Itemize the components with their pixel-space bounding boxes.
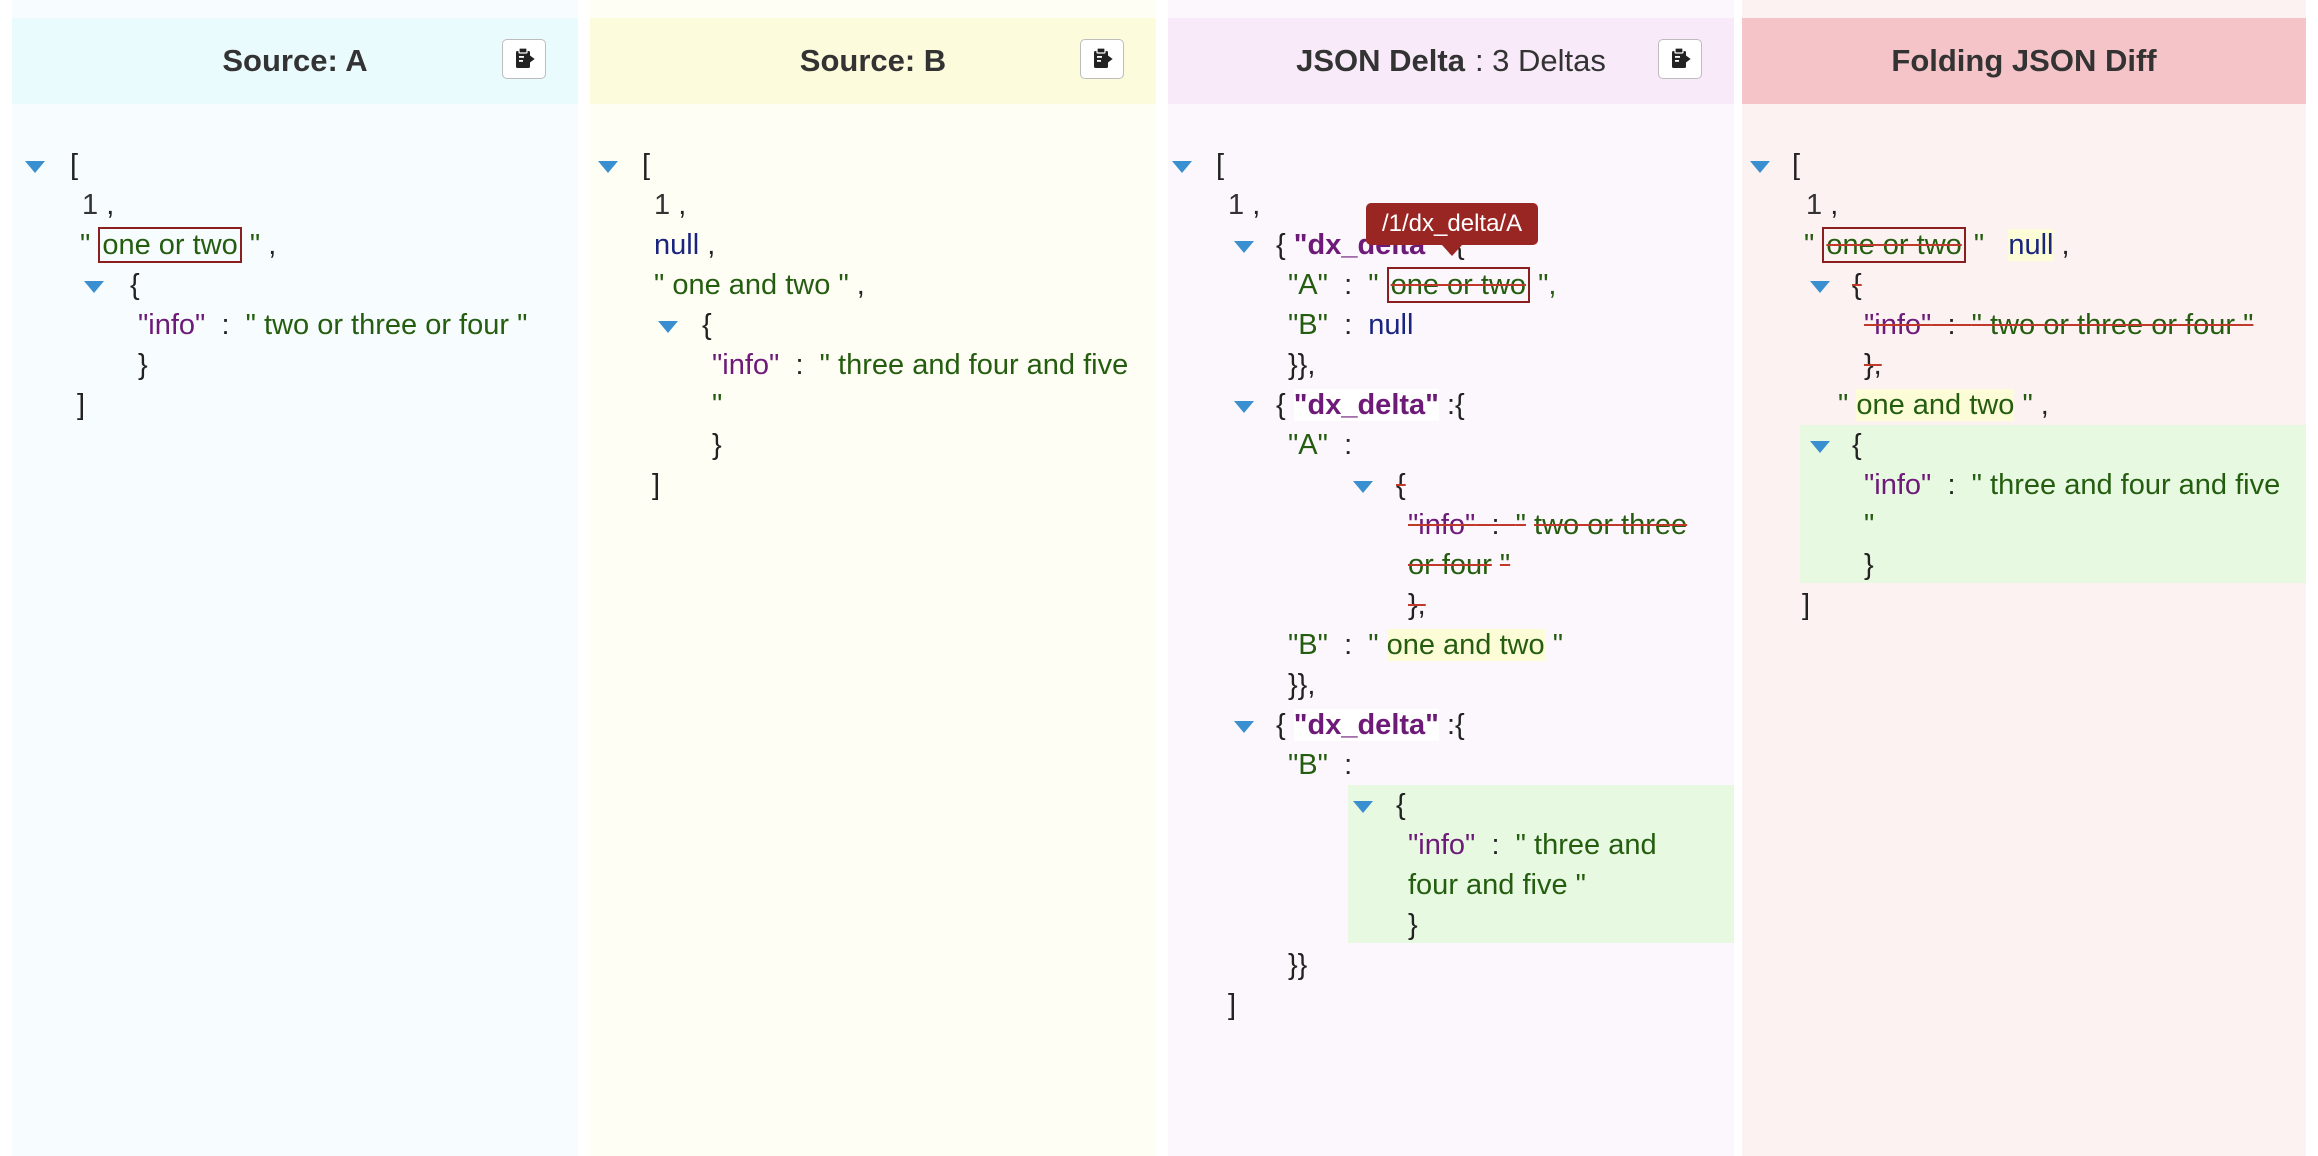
f-line-7: {	[1852, 429, 1862, 461]
toggle-removed-object-fold[interactable]	[1810, 281, 1830, 293]
toggle-delta-3[interactable]	[1234, 721, 1254, 733]
toggle-delta-2-a[interactable]	[1353, 481, 1373, 493]
a-line-open: [	[70, 149, 79, 181]
toggle-added-object-fold[interactable]	[1810, 441, 1830, 453]
a-line-2: " one or two " ,	[80, 227, 277, 263]
copy-button-json-delta[interactable]	[1658, 39, 1702, 79]
panel-header-source-a: Source: A	[12, 18, 578, 104]
copy-button-source-a[interactable]	[502, 39, 546, 79]
d-line-12: "B" : " one and two "	[1288, 629, 1563, 661]
a-line-3: {	[130, 269, 140, 301]
b-line-3: " one and two " ,	[654, 269, 865, 301]
delta-count: : 3 Deltas	[1474, 43, 1606, 78]
toggle-object-b[interactable]	[658, 321, 678, 333]
path-tooltip: /1/dx_delta/A	[1366, 203, 1539, 256]
panel-title-folding-diff: Folding JSON Diff	[1891, 43, 2157, 78]
d-line-4: "B" : null	[1288, 309, 1414, 341]
f-line-8: "info" : " three and four and five	[1864, 469, 2281, 501]
a-line-close: ]	[77, 389, 86, 421]
f-line-9: "	[1864, 509, 1875, 541]
b-line-7: }	[712, 429, 722, 461]
added-object-highlight-delta	[1348, 785, 1734, 943]
f-line-close: ]	[1802, 589, 1811, 621]
d-line-18: four and five "	[1408, 869, 1586, 901]
clipboard-icon	[1672, 47, 1691, 68]
d-line-19: }	[1408, 909, 1418, 941]
panel-header-source-b: Source: B	[590, 18, 1156, 104]
f-line-open: [	[1792, 149, 1801, 181]
panel-title-json-delta: JSON Delta	[1296, 43, 1465, 78]
clipboard-icon	[1094, 47, 1113, 68]
panel-source-a: Source: A [ 1 , " one or two " , { "info…	[12, 0, 578, 1156]
f-line-10: }	[1864, 549, 1874, 581]
f-line-6: " one and two " ,	[1838, 389, 2049, 421]
d-line-open: [	[1216, 149, 1225, 181]
removed-value-box: one or two	[1822, 227, 1966, 263]
d-line-9: "info" : " two or three	[1408, 509, 1688, 541]
d-line-15: "B" :	[1288, 749, 1353, 781]
d-line-1: 1 ,	[1228, 189, 1261, 221]
toggle-array-a[interactable]	[25, 161, 45, 173]
toggle-delta-2[interactable]	[1234, 401, 1254, 413]
d-line-7: "A" :	[1288, 429, 1353, 461]
panel-header-json-delta: JSON Delta : 3 Deltas	[1168, 18, 1734, 104]
d-line-3: "A" : " one or two ",	[1288, 267, 1557, 303]
a-line-5: }	[138, 349, 148, 381]
b-line-close: ]	[652, 469, 661, 501]
d-line-close: ]	[1228, 989, 1237, 1021]
d-line-10: or four "	[1408, 549, 1511, 581]
d-line-6: { "dx_delta" :{	[1276, 389, 1465, 421]
b-line-5: "info" : " three and four and five	[712, 349, 1129, 381]
f-line-1: 1 ,	[1806, 189, 1839, 221]
panel-title-source-b: Source: B	[799, 43, 947, 78]
d-line-11: },	[1408, 589, 1426, 621]
d-line-8: {	[1396, 469, 1406, 501]
f-line-3: {	[1852, 269, 1862, 301]
panel-folding-diff: Folding JSON Diff [ 1 , " one or two " n…	[1742, 0, 2306, 1156]
panel-header-folding-diff: Folding JSON Diff	[1742, 18, 2306, 104]
toggle-delta-3-b[interactable]	[1353, 801, 1373, 813]
toggle-array-delta[interactable]	[1172, 161, 1192, 173]
removed-value-box: one or two	[1386, 267, 1531, 303]
d-line-13: }},	[1288, 669, 1316, 701]
b-line-2: null ,	[654, 229, 716, 261]
d-line-17: "info" : " three and	[1408, 829, 1657, 861]
b-line-open: [	[642, 149, 651, 181]
clipboard-icon	[516, 47, 535, 68]
b-line-1: 1 ,	[654, 189, 687, 221]
panel-json-delta: JSON Delta : 3 Deltas [ 1 , { "dx_delta" …	[1168, 0, 1734, 1156]
a-line-1: 1 ,	[82, 189, 115, 221]
copy-button-source-b[interactable]	[1080, 39, 1124, 79]
f-line-2: " one or two " null ,	[1804, 227, 2070, 263]
d-line-16: {	[1396, 789, 1406, 821]
toggle-array-fold[interactable]	[1750, 161, 1770, 173]
a-line-4: "info" : " two or three or four "	[138, 309, 528, 341]
toggle-object-a[interactable]	[84, 281, 104, 293]
b-line-4: {	[702, 309, 712, 341]
d-line-5: }},	[1288, 349, 1316, 381]
d-line-20: }}	[1288, 949, 1308, 981]
panel-source-b: Source: B [ 1 , null , " one and two " ,…	[590, 0, 1156, 1156]
panel-title-source-a: Source: A	[222, 43, 368, 78]
toggle-delta-1[interactable]	[1234, 241, 1254, 253]
b-line-6: "	[712, 389, 723, 421]
added-object-highlight-fold	[1800, 425, 2306, 583]
toggle-array-b[interactable]	[598, 161, 618, 173]
f-line-4: "info" : " two or three or four "	[1864, 309, 2254, 341]
d-line-14: { "dx_delta" :{	[1276, 709, 1465, 741]
removed-value-box: one or two	[98, 227, 242, 263]
f-line-5: },	[1864, 349, 1882, 381]
